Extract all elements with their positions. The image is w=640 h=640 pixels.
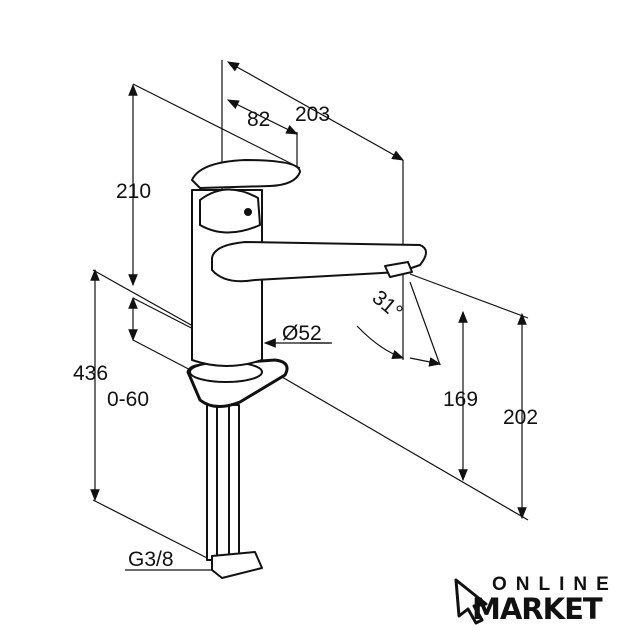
dim-202: 202 (503, 406, 538, 429)
extension-lines (92, 60, 529, 563)
logo-line-market: MARKET (472, 592, 603, 626)
dim-g3-8: G3/8 (128, 548, 174, 571)
logo-line-online: ONLINE (492, 574, 618, 595)
dim-angle-31: 31° (368, 286, 407, 324)
dim-diameter-52: Ø52 (282, 322, 322, 345)
faucet (186, 159, 427, 579)
dim-203: 203 (295, 103, 330, 126)
dim-169: 169 (443, 388, 478, 411)
cursor-arrow-icon (454, 578, 488, 625)
dim-0-60: 0-60 (107, 388, 149, 411)
dimension-lines (90, 61, 527, 571)
dim-436: 436 (73, 362, 108, 385)
online-market-logo: ONLINE MARKET (452, 574, 612, 626)
dim-82: 82 (247, 108, 270, 131)
dim-210: 210 (116, 180, 151, 203)
